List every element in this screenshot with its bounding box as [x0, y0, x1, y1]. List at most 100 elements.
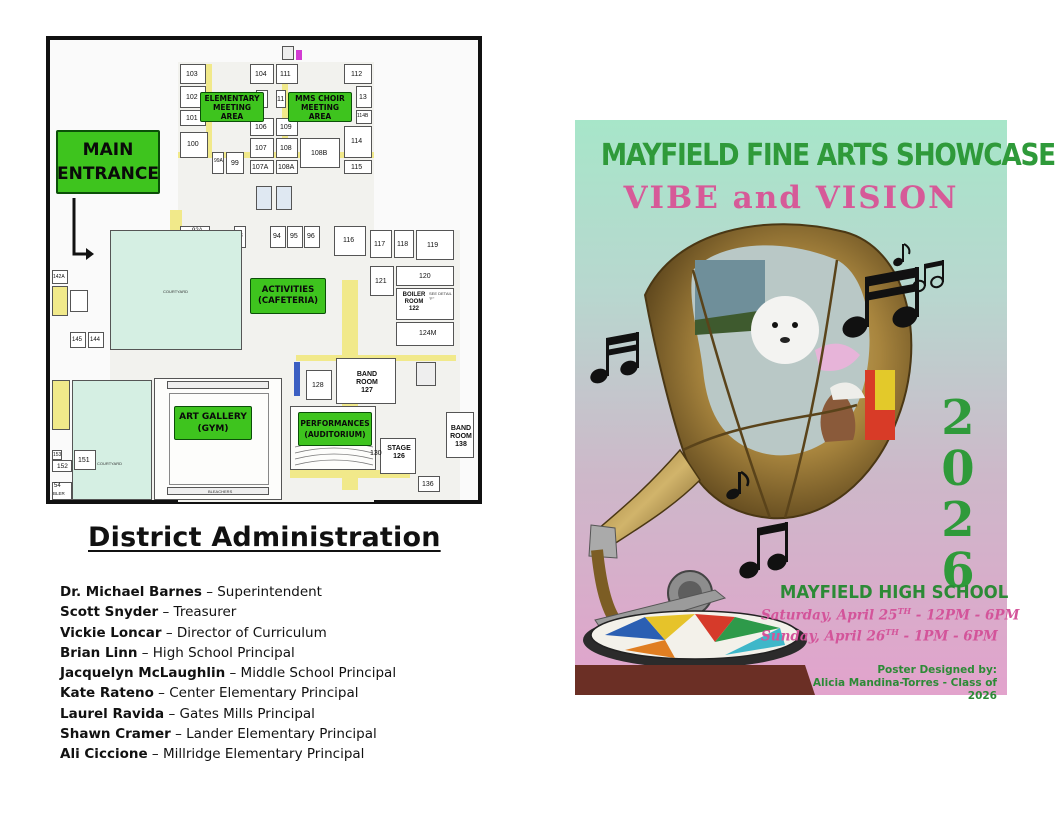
- admin-name: Dr. Michael Barnes: [60, 584, 202, 600]
- admin-role: – Gates Mills Principal: [164, 705, 315, 722]
- admin-name: Vickie Loncar: [60, 624, 162, 641]
- poster-title: MAYFIELD FINE ARTS SHOWCASE: [600, 138, 1056, 173]
- admin-role: – Middle School Principal: [225, 665, 397, 682]
- admin-row: Shawn Cramer – Lander Elementary Princip…: [60, 724, 396, 744]
- room-100: 100: [180, 132, 208, 158]
- room-99a: 99A: [212, 152, 224, 174]
- room-152: 152: [52, 460, 72, 472]
- admin-row: Dr. Michael Barnes – Superintendent: [60, 582, 396, 602]
- admin-row: Scott Snyder – Treasurer: [60, 602, 396, 622]
- room-103: 103: [180, 64, 206, 84]
- admin-name: Shawn Cramer: [60, 726, 171, 743]
- admin-row: Brian Linn – High School Principal: [60, 643, 396, 663]
- room-108: 108: [276, 138, 298, 158]
- map-hall-yellow: [282, 64, 288, 154]
- credit-line: Alicia Mandina-Torres - Class of 2026: [812, 677, 997, 702]
- admin-row: Vickie Loncar – Director of Curriculum: [60, 623, 396, 643]
- label-performances-auditorium: PERFORMANCES(AUDITORIUM): [298, 412, 372, 446]
- entrance-arrow-icon: [72, 198, 94, 260]
- admin-row: Kate Rateno – Center Elementary Principa…: [60, 683, 396, 703]
- admin-name: Jacquelyn McLaughlin: [60, 665, 226, 682]
- room-114b: 114B: [356, 110, 372, 124]
- year-digit: 6: [941, 543, 975, 599]
- room-109: 109: [276, 118, 298, 136]
- storage-room: [416, 362, 436, 386]
- room-94: 94: [270, 226, 286, 248]
- room-101: 101: [180, 110, 206, 126]
- admin-name: Laurel Ravida: [60, 705, 165, 722]
- fine-arts-showcase-poster: MAYFIELD FINE ARTS SHOWCASE VIBE and VIS…: [575, 120, 1056, 702]
- admin-role: – Superintendent: [201, 584, 322, 600]
- credit-line: Poster Designed by:: [877, 664, 997, 676]
- gym-floor: BLEACHERS: [154, 378, 282, 500]
- room-119: 119: [416, 230, 454, 260]
- admin-row: Laurel Ravida – Gates Mills Principal: [60, 704, 396, 724]
- gramophone-illustration: [575, 223, 944, 695]
- room-116: 116: [334, 226, 366, 256]
- admin-row: Ali Ciccione – Millridge Elementary Prin…: [60, 744, 396, 764]
- room-113: 13: [356, 86, 372, 108]
- flower-painting: [815, 343, 860, 371]
- room-96: 96: [304, 226, 320, 248]
- room-142a: 142A: [52, 270, 68, 284]
- room-107a: 107A: [250, 160, 274, 174]
- gym-court-lines: [169, 393, 269, 485]
- room-128: 128: [306, 370, 332, 400]
- admin-name: Scott Snyder: [60, 604, 159, 621]
- room-136: 136: [418, 476, 440, 492]
- admin-name: Kate Rateno: [60, 685, 154, 702]
- admin-name: Brian Linn: [60, 644, 138, 661]
- restroom-icon: [256, 186, 272, 210]
- poster-date-sunday: Sunday, April 26TH - 1PM - 6PM: [761, 627, 998, 645]
- admin-role: – Center Elementary Principal: [153, 685, 359, 702]
- stair-marker: [294, 362, 300, 396]
- bleachers-top: [167, 381, 269, 389]
- administration-list: Dr. Michael Barnes – Superintendent Scot…: [60, 582, 396, 765]
- room-112: 112: [344, 64, 372, 84]
- year-digit: 2: [941, 492, 975, 548]
- map-hall-yellow: [290, 470, 410, 478]
- district-administration-heading: District Administration: [88, 522, 441, 553]
- music-notes-icon: [590, 243, 944, 579]
- room-107: 107: [250, 138, 274, 158]
- room-99: 99: [226, 152, 244, 174]
- poster-school-name: MAYFIELD HIGH SCHOOL: [779, 582, 1009, 603]
- room-11x: 11: [276, 90, 286, 108]
- admin-role: – Treasurer: [158, 604, 237, 621]
- poster-credit: Poster Designed by: Alicia Mandina-Torre…: [795, 664, 997, 703]
- room-west-yellow: [52, 380, 70, 430]
- platter-mosaic: [605, 614, 785, 658]
- room-west: [70, 290, 88, 312]
- poster-date-saturday: Saturday, April 25TH - 12PM - 6PM: [761, 606, 1020, 624]
- room-130-label: 130: [370, 450, 382, 457]
- room-117: 117: [370, 230, 392, 258]
- room-54: 54 BLER: [52, 482, 72, 500]
- bleachers-bottom: BLEACHERS: [167, 487, 269, 495]
- building-floor-map: 103 104 111 112 102 5 11 13 101 106 109 …: [46, 36, 482, 504]
- room-95: 95: [287, 226, 303, 248]
- room-west-yellow: [52, 286, 68, 316]
- restroom-icon: [276, 186, 292, 210]
- label-activities-cafeteria: ACTIVITIES(CAFETERIA): [250, 278, 326, 314]
- room-151: 151: [74, 450, 96, 470]
- elevator-icon: [282, 46, 294, 60]
- room-124m: 124M: [396, 322, 454, 346]
- admin-role: – Director of Curriculum: [161, 624, 327, 641]
- admin-name: Ali Ciccione: [60, 746, 148, 763]
- admin-row: Jacquelyn McLaughlin – Middle School Pri…: [60, 663, 396, 683]
- room-145: 145: [70, 332, 86, 348]
- room-108b: 108B: [300, 138, 340, 168]
- admin-role: – Lander Elementary Principal: [170, 726, 377, 743]
- room-120: 120: [396, 266, 454, 286]
- courtyard-south: COURTYARD: [72, 380, 152, 500]
- room-104: 104: [250, 64, 274, 84]
- admin-role: – Millridge Elementary Principal: [147, 746, 365, 763]
- room-108a: 108A: [276, 160, 298, 174]
